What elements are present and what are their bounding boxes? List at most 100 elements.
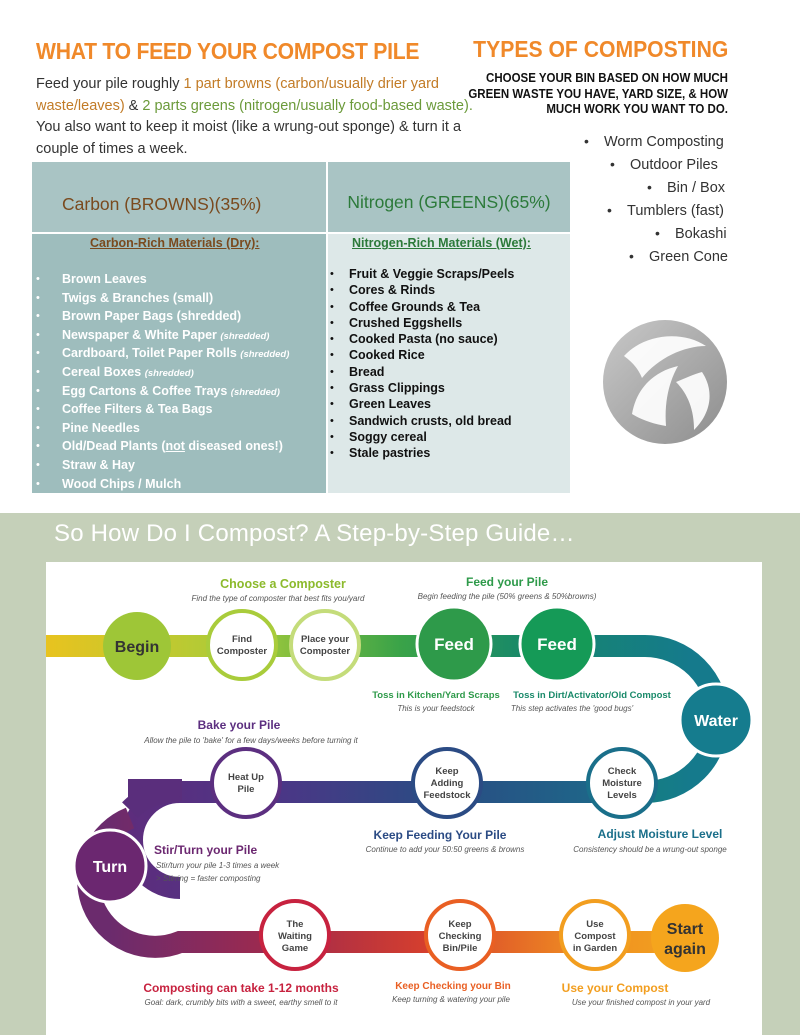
svg-text:in Garden: in Garden [573, 943, 618, 954]
toss-activator-title: Toss in Dirt/Activator/Old Compost [513, 690, 671, 701]
intro-start: Feed your pile roughly [36, 76, 184, 92]
carbon-column: Carbon-Rich Materials (Dry): Brown Leave… [32, 234, 326, 493]
svg-text:Composter: Composter [217, 646, 267, 657]
toss-activator-desc: This step activates the 'good bugs' [511, 704, 634, 713]
list-item: Straw & Hay [32, 456, 289, 475]
carbon-subheader: Carbon-Rich Materials (Dry): [90, 236, 260, 250]
stir-pile-tip: > Stirring = faster composting [156, 874, 261, 883]
stir-pile-desc: Stir/turn your pile 1-3 times a week [156, 861, 280, 870]
type-item: Outdoor Piles [610, 156, 718, 173]
place-composter-node: Place your Composter [289, 609, 361, 681]
keep-feeding-desc: Continue to add your 50:50 greens & brow… [366, 845, 525, 854]
nitrogen-header: Nitrogen (GREENS)(65%) [328, 162, 570, 232]
waiting-game-node: The Waiting Game [259, 899, 331, 971]
svg-text:Water: Water [694, 713, 738, 730]
feed-node-1: Feed [415, 605, 493, 683]
type-item: Worm Composting [584, 133, 724, 150]
svg-text:Turn: Turn [93, 859, 127, 876]
svg-text:Feedstock: Feedstock [424, 790, 472, 801]
list-item: Coffee Filters & Tea Bags [32, 400, 289, 419]
nitrogen-column: Nitrogen-Rich Materials (Wet): Fruit & V… [328, 234, 570, 493]
svg-text:Use: Use [586, 919, 603, 930]
svg-text:Heat Up: Heat Up [228, 772, 264, 783]
turn-node: Turn [72, 828, 148, 904]
list-item: Wood Chips / Mulch [32, 475, 289, 494]
adjust-moisture-desc: Consistency should be a wrung-out sponge [573, 845, 727, 854]
keep-checking-title: Keep Checking your Bin [395, 981, 511, 992]
svg-text:The: The [287, 919, 304, 930]
svg-text:Compost: Compost [574, 931, 616, 942]
heat-up-node: Heat Up Pile [210, 747, 282, 819]
adjust-moisture-title: Adjust Moisture Level [598, 827, 723, 841]
list-item: Green Leaves [328, 396, 514, 413]
guide-title: So How Do I Compost? A Step-by-Step Guid… [54, 520, 575, 547]
svg-text:Moisture: Moisture [602, 778, 642, 789]
type-item: Bokashi [655, 225, 726, 242]
list-item: Egg Cartons & Coffee Trays (shredded) [32, 382, 289, 401]
toss-scraps-desc: This is your feedstock [397, 704, 475, 713]
carbon-list: Brown Leaves Twigs & Branches (small) Br… [32, 270, 289, 493]
svg-text:Check: Check [608, 766, 637, 777]
feed-pile-desc: Begin feeding the pile (50% greens & 50%… [418, 592, 597, 601]
choose-composter-desc: Find the type of composter that best fit… [192, 594, 366, 603]
leaf-logo-icon [603, 320, 727, 444]
list-item: Newspaper & White Paper (shredded) [32, 326, 289, 345]
list-item: Bread [328, 364, 514, 381]
feed-intro: Feed your pile roughly 1 part browns (ca… [36, 74, 476, 160]
list-item: Stale pastries [328, 445, 514, 462]
use-compost-node: Use Compost in Garden [559, 899, 631, 971]
keep-checking-desc: Keep turning & watering your pile [392, 995, 510, 1004]
bake-pile-desc: Allow the pile to 'bake' for a few days/… [143, 736, 358, 745]
materials-table: Carbon (BROWNS)(35%) Nitrogen (GREENS)(6… [32, 162, 570, 493]
list-item: Brown Leaves [32, 270, 289, 289]
list-item: Cardboard, Toilet Paper Rolls (shredded) [32, 344, 289, 363]
types-title: TYPES OF COMPOSTING [472, 36, 728, 62]
list-item: Fruit & Veggie Scraps/Peels [328, 266, 514, 283]
types-subtitle: CHOOSE YOUR BIN BASED ON HOW MUCH GREEN … [468, 71, 728, 116]
feed-pile-title: Feed your Pile [466, 575, 548, 589]
nitrogen-subheader: Nitrogen-Rich Materials (Wet): [352, 236, 531, 250]
intro-and: & [124, 97, 143, 114]
list-item: Pine Needles [32, 419, 289, 438]
svg-text:Checking: Checking [439, 931, 482, 942]
list-item: Cores & Rinds [328, 282, 514, 299]
bake-pile-title: Bake your Pile [198, 718, 281, 732]
list-item: Grass Clippings [328, 380, 514, 397]
svg-text:Keep: Keep [448, 919, 471, 930]
list-item: Cooked Pasta (no sauce) [328, 331, 514, 348]
feed-title: WHAT TO FEED YOUR COMPOST PILE [36, 38, 420, 64]
list-item: Cooked Rice [328, 347, 514, 364]
svg-text:Waiting: Waiting [278, 931, 312, 942]
list-item: Sandwich crusts, old bread [328, 413, 514, 430]
svg-text:Keep: Keep [435, 766, 458, 777]
svg-text:Bin/Pile: Bin/Pile [443, 943, 478, 954]
svg-text:Place your: Place your [301, 634, 349, 645]
intro-browns: 1 part browns (carbon/usually drier yard… [36, 76, 439, 114]
list-item: Brown Paper Bags (shredded) [32, 307, 289, 326]
start-again-node: Start again [651, 904, 719, 972]
keep-adding-node: Keep Adding Feedstock [411, 747, 483, 819]
carbon-header: Carbon (BROWNS)(35%) [32, 162, 326, 232]
svg-text:Feed: Feed [537, 635, 577, 654]
choose-composter-title: Choose a Composter [220, 577, 346, 591]
months-desc: Goal: dark, crumbly bits with a sweet, e… [145, 998, 339, 1007]
months-title: Composting can take 1-12 months [143, 981, 339, 995]
use-compost-desc: Use your finished compost in your yard [572, 998, 711, 1007]
begin-node: Begin [103, 612, 171, 680]
svg-text:again: again [664, 941, 706, 958]
intro-greens: 2 parts greens (nitrogen/usually food-ba… [142, 97, 473, 114]
list-item: Old/Dead Plants (not diseased ones!) [32, 437, 289, 456]
svg-text:Composter: Composter [300, 646, 350, 657]
list-item: Coffee Grounds & Tea [328, 299, 514, 316]
list-item: Soggy cereal [328, 429, 514, 446]
check-moisture-node: Check Moisture Levels [586, 747, 658, 819]
stir-pile-title: Stir/Turn your Pile [154, 843, 257, 857]
begin-label: Begin [115, 639, 159, 656]
toss-scraps-title: Toss in Kitchen/Yard Scraps [372, 690, 500, 701]
find-composter-node: Find Composter [206, 609, 278, 681]
svg-text:Start: Start [667, 921, 704, 938]
svg-text:Levels: Levels [607, 790, 637, 801]
keep-checking-node: Keep Checking Bin/Pile [424, 899, 496, 971]
feed-node-2: Feed [518, 605, 596, 683]
